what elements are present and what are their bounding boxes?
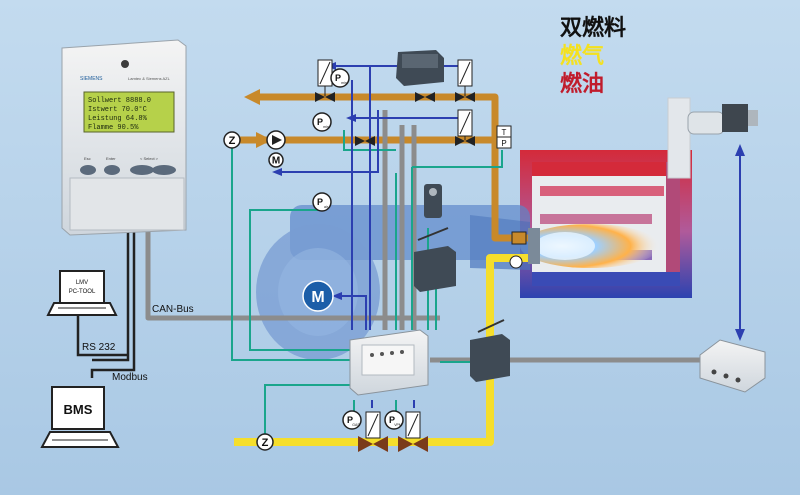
enter-button[interactable]: [104, 165, 120, 175]
oil-valve-4[interactable]: [355, 136, 375, 146]
esc-button[interactable]: [80, 165, 96, 175]
z-fuel-meter-oil-ring: [223, 131, 241, 149]
pressure-switch-min-oil-subscript: min: [341, 81, 347, 85]
temperature-pressure-sensor: [496, 125, 512, 149]
pressure-switch-vpm-symbol: P: [389, 415, 395, 425]
pressure-switch-vpm-ring: [384, 410, 404, 430]
boiler-link-arrow: [735, 144, 745, 341]
legend-gas: 燃气: [560, 44, 605, 69]
pressure-switch-gas-subscript: GAS: [352, 423, 360, 427]
display-line-4: Flamme 90.5%: [88, 124, 139, 132]
oil-inflow-arrow: [256, 132, 272, 148]
pressure-switch-gas-symbol: P: [347, 415, 353, 425]
can-bus-label: CAN-Bus: [152, 304, 194, 315]
display-line-2: Istwert 70.0°C: [88, 105, 147, 114]
gas-solenoid-2[interactable]: [398, 411, 428, 452]
legend-title: 双燃料: [560, 16, 627, 41]
select-right-button[interactable]: [152, 165, 176, 175]
pump-motor-symbol: M: [272, 156, 280, 167]
oil-pump-sensor: [424, 184, 442, 218]
pc-tool-label-1: LMV: [76, 280, 88, 286]
display-line-3: Leistung 64.8%: [88, 115, 148, 123]
top-actuator[interactable]: [396, 50, 444, 86]
controller-brand: SIEMENS: [80, 76, 103, 82]
solenoid-valve-oil-3[interactable]: [455, 109, 475, 146]
base-unit-module[interactable]: [349, 329, 429, 396]
z-fuel-meter-gas-ring: [256, 433, 274, 451]
fan-motor-ring: [302, 280, 334, 312]
burner-nozzle: [509, 228, 540, 269]
junction-box[interactable]: [699, 339, 766, 393]
pc-tool-label-2: PC-TOOL: [69, 289, 96, 295]
air-actuator[interactable]: [414, 227, 456, 292]
oil-flow-arrow: [244, 89, 260, 105]
bms-label: BMS: [64, 402, 93, 417]
pressure-switch-air-subscript: air: [324, 205, 329, 209]
solenoid-valve-oil-2[interactable]: [455, 59, 475, 102]
solenoid-valve-oil-1[interactable]: [315, 59, 335, 102]
legend-oil: 燃油: [560, 72, 605, 97]
rs232-label: RS 232: [82, 342, 116, 353]
pressure-switch-oil-symbol: P: [317, 117, 323, 127]
fan-motor: M: [302, 280, 334, 312]
enter-label: Enter: [106, 156, 116, 161]
z-fuel-meter-gas-symbol: Z: [262, 437, 269, 449]
modbus-label: Modbus: [112, 372, 148, 383]
gas-actuator[interactable]: [470, 319, 510, 382]
flame-core: [535, 232, 595, 260]
comm-lines: [76, 232, 136, 378]
signal-lines-blue: [276, 65, 468, 408]
pressure-switch-oil-subscript: min: [323, 125, 329, 129]
tp-sensor-p: P: [501, 139, 506, 148]
controller-model: Lamtec & Siemens AZL: [128, 76, 171, 81]
controller-display-text: Sollwert 8888.0 Istwert 70.0°C Leistung …: [88, 97, 151, 132]
select-label: < Select >: [140, 156, 159, 161]
solenoid-valves[interactable]: [315, 59, 475, 452]
pressure-switch-vpm-subscript: VPM: [394, 423, 402, 427]
esc-label: Esc: [84, 156, 91, 161]
oil-valve-5[interactable]: [415, 92, 435, 102]
pressure-switch-min-oil-ring: [330, 68, 350, 88]
pressure-switch-air-ring: [312, 192, 332, 212]
bms-computer[interactable]: [40, 386, 120, 448]
pump-motor: M: [268, 152, 284, 168]
controller-display: [83, 91, 175, 133]
pressure-switch-oil-ring: [312, 112, 332, 132]
select-left-button[interactable]: [130, 165, 154, 175]
pressure-switch-air-symbol: P: [317, 197, 323, 207]
flame-detector: [687, 104, 758, 135]
controller-unit[interactable]: [61, 39, 187, 236]
z-fuel-meter-oil-symbol: Z: [229, 135, 236, 147]
boiler: [520, 97, 692, 298]
fan-motor-symbol: M: [311, 289, 324, 306]
pump-motor-ring: [268, 152, 284, 168]
gas-solenoid-1[interactable]: [358, 411, 388, 452]
z-fuel-meter-oil: Z: [223, 131, 241, 149]
tp-sensor-t: T: [502, 128, 507, 137]
pressure-switch-gas-ring: [342, 410, 362, 430]
pc-tool-laptop[interactable]: [46, 270, 118, 316]
z-fuel-meter-gas: Z: [256, 433, 274, 451]
pressure-switch-min-oil-symbol: P: [335, 73, 341, 83]
oil-pump[interactable]: [266, 130, 286, 150]
display-line-1: Sollwert 8888.0: [88, 97, 151, 105]
